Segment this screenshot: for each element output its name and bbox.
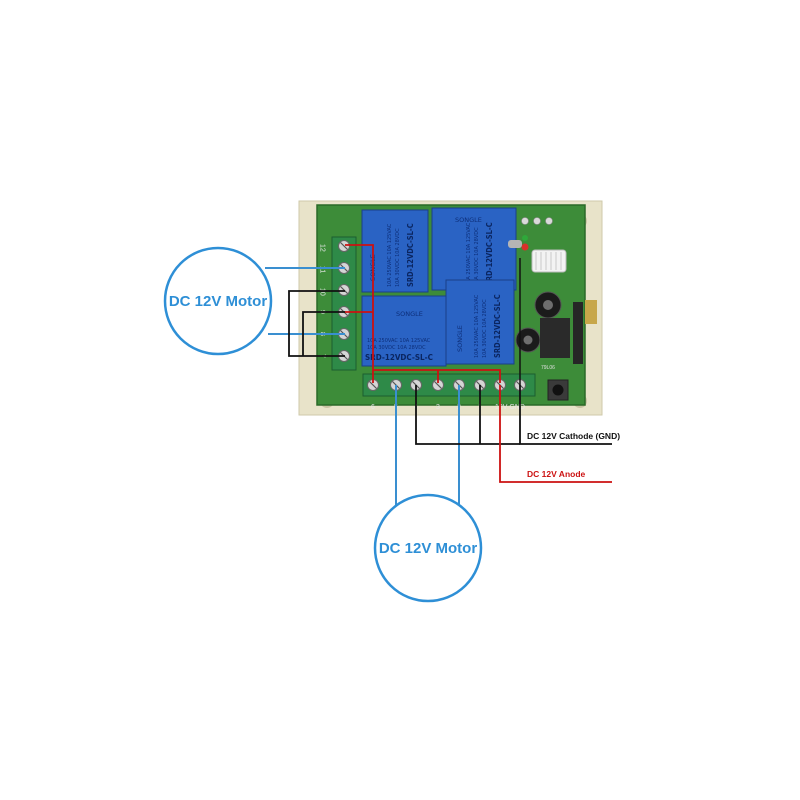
relay-rating-1: 10A 250VAC 10A 125VAC	[466, 222, 472, 286]
screw-slot	[369, 381, 377, 389]
relay-rating-1: 10A 250VAC 10A 125VAC	[367, 338, 431, 344]
bottom-motor-label: DC 12V Motor	[379, 540, 478, 557]
bottom-motor: DC 12V Motor	[373, 493, 483, 603]
cathode-label: DC 12V Cathode (GND)	[527, 431, 620, 441]
gnd-wire	[415, 385, 520, 445]
relay-brand: SONGLE	[456, 325, 464, 352]
relay-brand: SONGLE	[455, 216, 482, 224]
relay-bottom-left: SONGLE 10A 250VAC 10A 125VAC 10A 30VDC 1…	[361, 295, 447, 367]
left-terminal-number: 11	[319, 266, 326, 273]
relay-brand: SONGLE	[396, 310, 423, 318]
left-terminal-number: 10	[319, 288, 326, 296]
relay-rating-1: 10A 250VAC 10A 125VAC	[387, 223, 393, 287]
anode-wire	[499, 385, 612, 483]
screw-slot	[340, 286, 348, 294]
ic-chip	[540, 318, 570, 358]
relay-top-right: SONGLE 10A 250VAC 10A 125VAC 10A 30VDC 1…	[431, 207, 517, 291]
relay-rating-1: 10A 250VAC 10A 125VAC	[474, 294, 480, 358]
relay-top-left: SONGLE 10A 250VAC 10A 125VAC 10A 30VDC 1…	[361, 209, 429, 293]
relay-model: SRD-12VDC-SL-C	[493, 294, 502, 358]
anode-label: DC 12V Anode	[527, 469, 586, 479]
screw-slot	[434, 381, 442, 389]
power-terminal-label: 12V GND	[495, 404, 525, 411]
left-motor-label: DC 12V Motor	[169, 293, 268, 310]
regulator-label: 79L06	[541, 365, 555, 371]
bottom-terminal-number: 3	[436, 404, 440, 411]
left-black-loop-inner	[302, 311, 345, 356]
relay-model: SRD-12VDC-SL-C	[406, 223, 415, 287]
bottom-terminal-block	[362, 373, 536, 397]
relay-bottom-right: SONGLE 10A 250VAC 10A 125VAC 10A 30VDC 1…	[445, 279, 515, 365]
left-terminal-block	[331, 236, 357, 371]
relay-model: SRD-12VDC-SL-C	[485, 222, 494, 286]
receiver-components: 79L06	[508, 217, 597, 401]
relay-rating-2: 10A 30VDC 10A 28VDC	[482, 299, 488, 358]
wires	[265, 244, 612, 512]
pin-header	[573, 302, 583, 364]
left-black-loop	[288, 290, 345, 357]
bottom-terminal-number: 6	[371, 404, 375, 411]
relay-rating-2: 10A 30VDC 10A 28VDC	[395, 228, 401, 287]
relay-rating-2: 10A 30VDC 10A 28VDC	[367, 345, 426, 351]
screw-slot	[340, 242, 348, 250]
relay-model: SRD-12VDC-SL-C	[365, 353, 433, 362]
red-jumper-top	[345, 244, 374, 383]
relay-rating-2: 10A 30VDC 10A 28VDC	[474, 227, 480, 286]
left-motor: DC 12V Motor	[163, 246, 273, 356]
left-terminal-number: 12	[319, 244, 326, 252]
red-jumper-bottom	[373, 369, 501, 383]
